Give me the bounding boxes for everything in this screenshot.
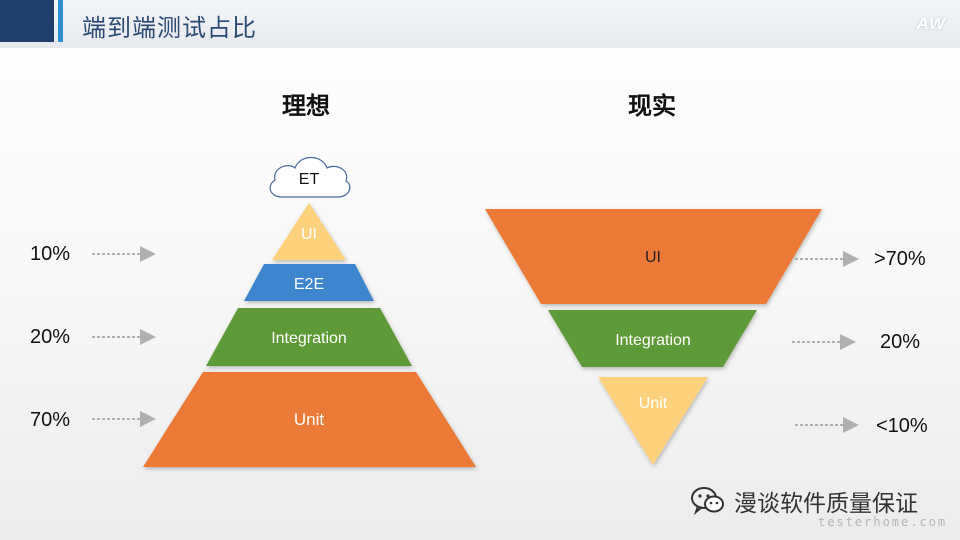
ideal-layer-e2e [244, 264, 374, 301]
reality-layer-integration [548, 310, 757, 367]
ideal-integration-percent: 20% [30, 326, 71, 348]
reality-layer-unit [598, 377, 708, 465]
page-title: 端到端测试占比 [82, 14, 257, 42]
ideal-layer-integration-label: Integration [271, 330, 347, 347]
reality-layer-unit-label: Unit [639, 395, 668, 412]
ideal-title: 理想 [282, 92, 330, 120]
ideal-layer-unit [143, 372, 476, 467]
watermark-text: 漫谈软件质量保证 [734, 491, 918, 517]
header-accent-stripe [58, 0, 63, 42]
ideal-layer-e2e-label: E2E [294, 276, 324, 293]
header-bar: 端到端测试占比 AW [0, 0, 960, 48]
ideal-unit-percent: 70% [30, 409, 71, 431]
reality-unit-percent: <10% [876, 415, 928, 437]
ideal-layer-integration [206, 308, 412, 366]
ideal-cloud-label: ET [299, 171, 320, 188]
ideal-cloud: ET [269, 156, 351, 198]
site-watermark: testerhome.com [818, 515, 948, 529]
ideal-layer-unit-label: Unit [294, 410, 325, 429]
reality-layer-ui [485, 209, 822, 304]
ideal-layer-ui-label: UI [301, 226, 317, 243]
watermark: 漫谈软件质量保证 [690, 484, 918, 518]
ideal-layer-ui [272, 203, 346, 260]
reality-layer-ui-label: UI [645, 249, 661, 266]
reality-integration-percent: 20% [880, 331, 921, 353]
wechat-icon [691, 487, 724, 516]
header-accent-block [0, 0, 54, 42]
brand-logo: AW [916, 14, 946, 33]
reality-title: 现实 [628, 92, 676, 120]
reality-layer-integration-label: Integration [615, 332, 691, 349]
ideal-ui-percent: 10% [30, 243, 71, 265]
reality-ui-percent: >70% [874, 248, 926, 270]
